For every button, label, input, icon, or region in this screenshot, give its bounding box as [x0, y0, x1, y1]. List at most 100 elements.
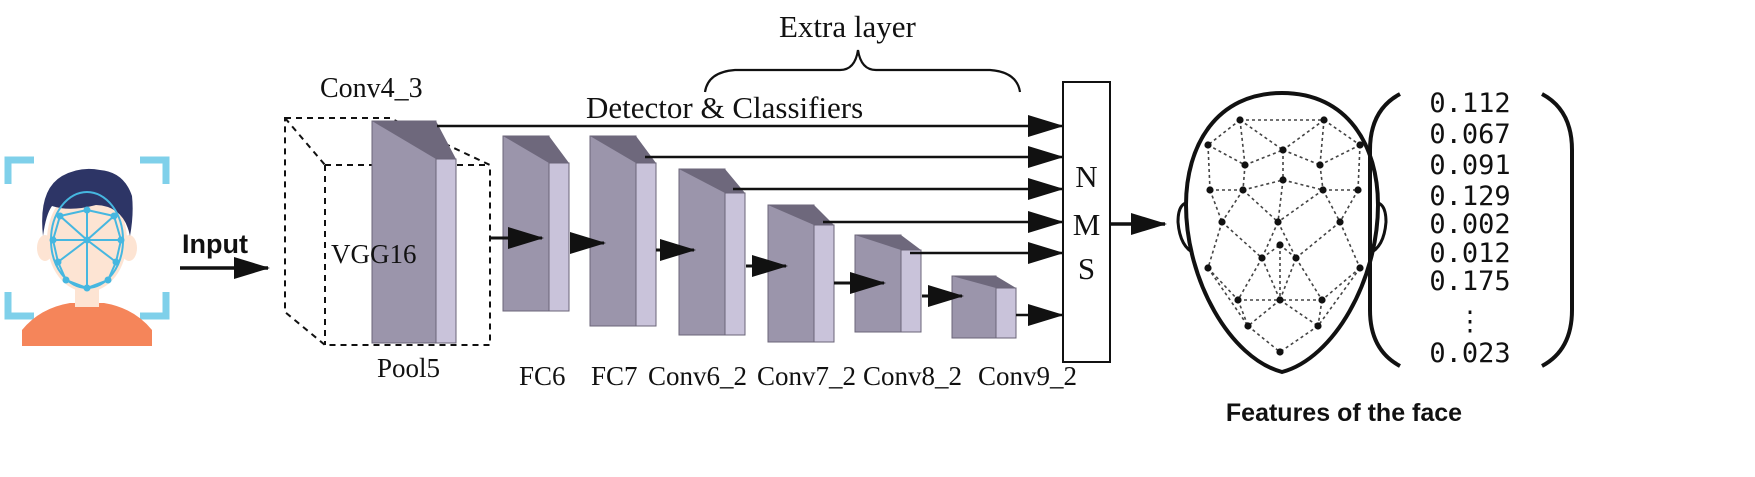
block-fc7-side	[635, 162, 657, 327]
landmark-edge	[1237, 257, 1263, 301]
block-conv7-2-side	[813, 224, 835, 343]
landmark-point	[1279, 146, 1287, 154]
feature-value: 0.012	[1429, 238, 1510, 269]
feature-vector-right-bracket	[1541, 92, 1574, 368]
landmark-edge	[1322, 189, 1341, 223]
vgg16-label: VGG16	[331, 239, 417, 269]
landmark-edge	[1277, 179, 1284, 223]
nms-letter-m: M	[1073, 207, 1101, 242]
landmark-point	[1276, 296, 1284, 304]
block-conv6-2-top-cap	[679, 169, 745, 193]
block-conv4-3-side	[435, 158, 457, 344]
layer-label-conv9-2: Conv9_2	[978, 361, 1077, 391]
block-conv7-2-top-cap	[768, 205, 834, 225]
landmark-edge	[1239, 119, 1246, 166]
landmark-edge	[1339, 189, 1359, 223]
layer-label-fc7: FC7	[591, 361, 638, 391]
landmark-edge	[1261, 221, 1279, 259]
landmark-edge	[1317, 299, 1323, 327]
block-conv4-3-top-cap	[372, 121, 456, 159]
landmark-point	[1244, 322, 1252, 330]
block-fc7-front	[589, 135, 637, 327]
landmark-edge	[1282, 179, 1324, 191]
block-conv4-3-front	[371, 120, 437, 344]
feature-value: 0.129	[1429, 181, 1510, 212]
extra-layer-label: Extra layer	[779, 9, 917, 44]
landmark-point	[1336, 218, 1344, 226]
landmark-point	[1234, 296, 1242, 304]
landmark-point	[1276, 241, 1284, 249]
landmark-edge	[1247, 299, 1281, 327]
landmark-edge	[1244, 149, 1284, 166]
detector-classifiers-label: Detector & Classifiers	[586, 90, 863, 125]
feature-value: 0.091	[1429, 150, 1510, 181]
landmark-edge	[1237, 299, 1249, 327]
landmark-point	[1258, 254, 1266, 262]
feature-vector-left-bracket	[1368, 92, 1401, 368]
block-fc6	[502, 135, 570, 312]
landmark-edge	[1319, 164, 1324, 191]
block-conv9-2-side	[995, 287, 1017, 339]
landmark-edge	[1357, 144, 1361, 191]
landmark-edge	[1282, 149, 1321, 166]
landmark-point	[1241, 161, 1249, 169]
landmark-edge	[1207, 144, 1246, 166]
nms-box	[1062, 81, 1111, 363]
block-conv8-2-top-cap	[855, 235, 921, 250]
features-title: Features of the face	[1226, 399, 1462, 427]
nms-letter-s: S	[1078, 251, 1095, 286]
layer-blocks	[371, 120, 1017, 344]
landmark-edge	[1239, 119, 1284, 151]
landmark-edge	[1207, 267, 1239, 301]
landmark-edge	[1339, 221, 1361, 269]
landmark-point	[1218, 218, 1226, 226]
block-conv7-2	[767, 204, 835, 343]
block-fc6-side	[548, 162, 570, 312]
layer-label-conv8-2: Conv8_2	[863, 361, 962, 391]
landmark-edge	[1221, 189, 1244, 223]
landmark-edge	[1247, 325, 1281, 353]
landmark-edge	[1277, 221, 1297, 259]
feature-value-last: 0.023	[1429, 338, 1510, 369]
landmark-point	[1319, 186, 1327, 194]
layer-label-fc6: FC6	[519, 361, 566, 391]
layer-label-conv7-2: Conv7_2	[757, 361, 856, 391]
block-conv9-2	[951, 275, 1017, 339]
input-label: Input	[182, 229, 248, 259]
landmark-point	[1320, 116, 1328, 124]
landmark-point	[1356, 264, 1364, 272]
landmark-point	[1276, 348, 1284, 356]
landmark-point	[1279, 176, 1287, 184]
feature-value: 0.002	[1429, 209, 1510, 240]
block-conv8-2-side	[900, 249, 922, 333]
landmark-point	[1292, 254, 1300, 262]
feature-value: 0.067	[1429, 119, 1510, 150]
landmark-point	[1239, 186, 1247, 194]
block-fc7-top-cap	[590, 136, 656, 163]
landmark-edge	[1319, 144, 1361, 166]
landmark-edge	[1319, 119, 1325, 166]
landmark-point	[1236, 116, 1244, 124]
feature-value: 0.112	[1429, 88, 1510, 119]
landmark-edge	[1279, 257, 1297, 301]
pool5-label: Pool5	[377, 353, 440, 383]
feature-ellipsis: ⋮	[1457, 306, 1484, 337]
landmark-edge	[1323, 119, 1361, 146]
block-fc6-top-cap	[503, 136, 569, 163]
block-conv4-3	[371, 120, 457, 344]
feature-value: 0.175	[1429, 266, 1510, 297]
landmark-point	[1204, 141, 1212, 149]
landmark-edge	[1279, 299, 1319, 327]
landmark-edge	[1207, 221, 1223, 269]
block-conv6-2	[678, 168, 746, 336]
block-fc7	[589, 135, 657, 327]
landmark-point	[1206, 186, 1214, 194]
landmark-point	[1204, 264, 1212, 272]
landmark-point	[1354, 186, 1362, 194]
extra-layer-brace	[703, 49, 1022, 93]
landmark-edge	[1242, 179, 1284, 191]
nms-letter-n: N	[1075, 159, 1097, 194]
landmark-edge	[1282, 119, 1325, 151]
layer-label-conv6-2: Conv6_2	[648, 361, 747, 391]
